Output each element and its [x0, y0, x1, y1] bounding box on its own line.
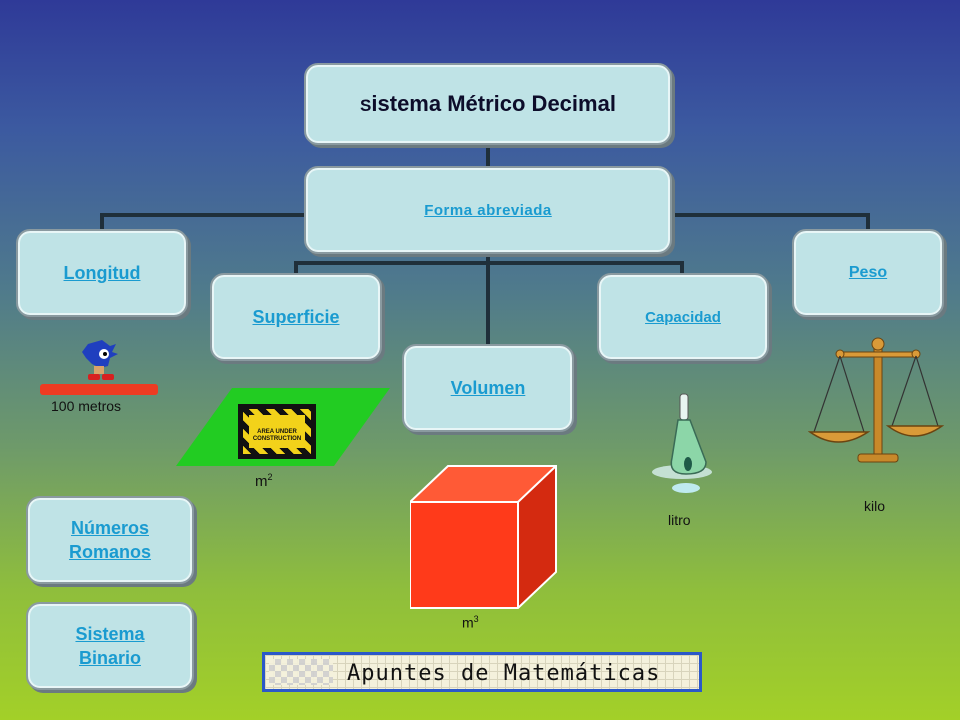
superficie-exponent: 2: [267, 472, 273, 482]
page-title: Sistema Métrico Decimal: [360, 91, 616, 116]
longitud-caption: 100 metros: [51, 398, 122, 414]
peso-link[interactable]: Peso: [848, 264, 888, 281]
balance-scale-image: [808, 337, 944, 463]
sistema-binario-box[interactable]: Sistema Binario: [26, 602, 194, 690]
numeros-romanos-line2: Romanos: [68, 542, 151, 562]
apuntes-banner: Apuntes de Matemáticas: [262, 652, 702, 692]
construction-sign-line2: CONSTRUCTION: [252, 436, 302, 442]
volumen-exponent: 3: [473, 614, 479, 624]
numeros-romanos-link[interactable]: Números Romanos: [69, 516, 151, 564]
sistema-binario-line2: Binario: [78, 648, 141, 668]
capacidad-caption: litro: [668, 512, 691, 528]
capacidad-box[interactable]: Capacidad: [597, 273, 769, 361]
distance-bar: [40, 384, 158, 395]
connector-title-center: [486, 145, 490, 169]
numeros-romanos-box[interactable]: Números Romanos: [26, 496, 194, 584]
bottle-image: [652, 393, 712, 493]
superficie-caption: m2: [255, 472, 273, 490]
superficie-box[interactable]: Superficie: [210, 273, 382, 361]
volumen-unit: m: [462, 614, 474, 631]
banner-checker-pattern: [269, 659, 333, 685]
volumen-box[interactable]: Volumen: [402, 344, 574, 432]
sistema-binario-line1: Sistema: [75, 624, 145, 644]
longitud-box[interactable]: Longitud: [16, 229, 188, 317]
connector-capacidad: [680, 261, 684, 275]
connector-peso: [866, 213, 870, 229]
construction-sign-panel: AREA UNDER CONSTRUCTION: [249, 415, 305, 448]
volumen-caption: m3: [462, 614, 479, 631]
banner-title: Apuntes de Matemáticas: [347, 661, 661, 686]
capacidad-link[interactable]: Capacidad: [645, 308, 721, 326]
construction-sign: AREA UNDER CONSTRUCTION: [238, 404, 316, 459]
peso-box[interactable]: Peso: [792, 229, 944, 317]
forma-abreviada-link[interactable]: Forma abreviada: [424, 201, 552, 219]
construction-sign-line1: AREA UNDER: [257, 429, 297, 435]
connector-volumen: [486, 252, 490, 346]
sistema-binario-link[interactable]: Sistema Binario: [75, 622, 144, 670]
connector-superficie: [294, 261, 298, 275]
cube-image: [410, 465, 557, 609]
title-box: Sistema Métrico Decimal: [304, 63, 672, 145]
connector-longitud: [100, 213, 104, 229]
superficie-unit: m: [255, 473, 268, 490]
forma-abreviada-box[interactable]: Forma abreviada: [304, 166, 672, 254]
runner-character-image: [82, 340, 118, 380]
peso-caption: kilo: [864, 498, 886, 514]
longitud-link[interactable]: Longitud: [63, 262, 141, 283]
volumen-link[interactable]: Volumen: [450, 377, 526, 398]
superficie-link[interactable]: Superficie: [252, 306, 340, 327]
numeros-romanos-line1: Números: [70, 518, 149, 538]
